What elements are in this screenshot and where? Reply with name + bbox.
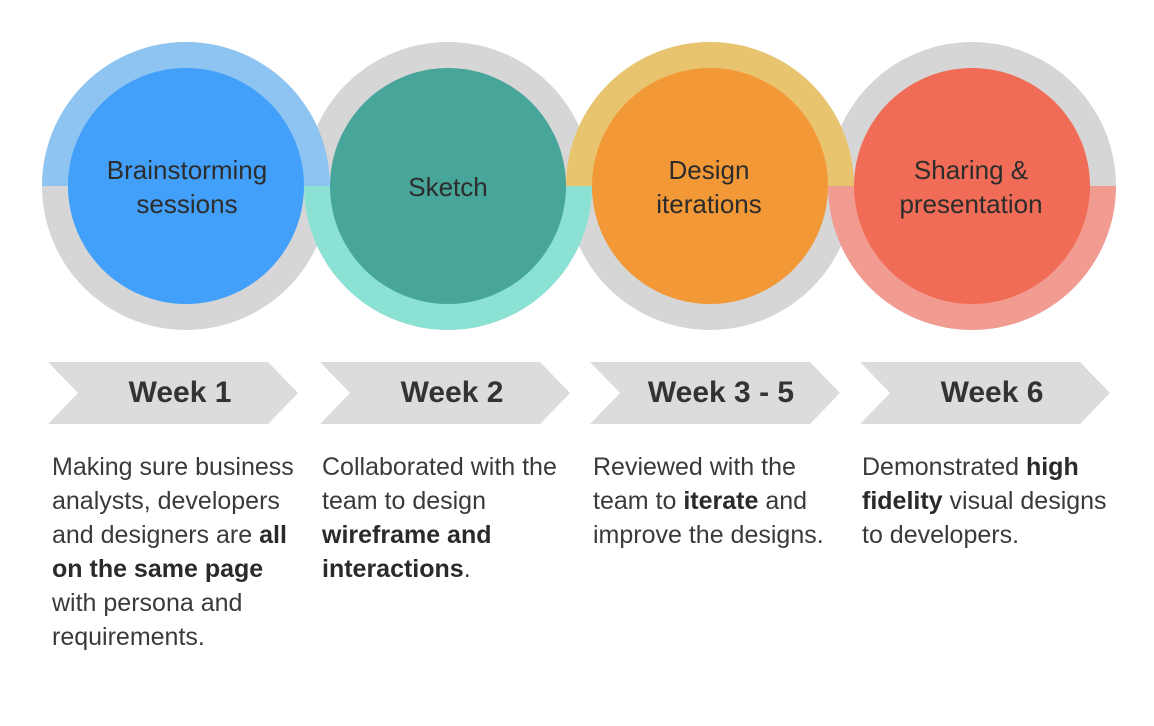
step-2-inner-circle: [330, 68, 566, 304]
step-1-desc-part-2: all on the same page: [52, 521, 287, 583]
step-4-week-label: Week 6: [940, 376, 1044, 409]
step-3-circle-label-line1: Design: [668, 155, 750, 185]
step-1-desc-part-1: Making sure business analysts, developer…: [52, 453, 294, 549]
step-1-inner-circle: [68, 68, 304, 304]
step-3-circle-label: Design iterations: [599, 153, 819, 221]
step-3-inner-circle: [592, 68, 828, 304]
step-3-circle-label-line2: iterations: [656, 189, 762, 219]
step-2-week-chevron: [320, 362, 570, 424]
step-3-desc-part-1: Reviewed with the team to: [593, 453, 796, 515]
step-4-desc-part-1: Demonstrated: [862, 453, 1026, 481]
step-4-description: Demonstrated high fidelity visual design…: [862, 450, 1107, 552]
step-3-desc-part-3: and improve the designs.: [593, 487, 824, 549]
step-4-desc-part-3: visual designs to developers.: [862, 487, 1107, 549]
step-1-circle-label: Brainstorming sessions: [77, 153, 297, 221]
step-3-description: Reviewed with the team to iterate and im…: [593, 450, 843, 552]
step-4-week-chevron: [860, 362, 1110, 424]
step-1-circle-label-line2: sessions: [136, 189, 238, 219]
step-2-desc-part-1: Collaborated with the team to design: [322, 453, 557, 515]
arrow-layer: [48, 362, 1110, 424]
step-4-desc-part-2: high fidelity: [862, 453, 1079, 515]
step-4-inner-circle: [854, 68, 1090, 304]
step-4-circle-label: Sharing & presentation: [861, 153, 1081, 221]
step-2-desc-part-2: wireframe and interactions: [322, 521, 492, 583]
step-2-description: Collaborated with the team to design wir…: [322, 450, 562, 586]
step-1-week-chevron: [48, 362, 298, 424]
step-2-desc-part-3: .: [463, 555, 471, 583]
step-4-circle-label-line1: Sharing &: [913, 155, 1029, 185]
step-1-desc-part-3: with persona and requirements.: [52, 589, 243, 651]
step-3-week-chevron: [590, 362, 840, 424]
step-3-desc-part-2: iterate: [683, 487, 759, 515]
step-4-circle-label-line2: presentation: [899, 189, 1043, 219]
step-2-week-label: Week 2: [400, 376, 504, 409]
step-1-circle-label-line1: Brainstorming: [106, 155, 268, 185]
circle-layer: [68, 68, 1090, 304]
step-1-week-label: Week 1: [128, 376, 232, 409]
step-1-description: Making sure business analysts, developer…: [52, 450, 302, 654]
step-2-circle-label: Sketch: [338, 170, 558, 204]
step-3-week-label: Week 3 - 5: [647, 376, 795, 409]
step-2-circle-label-line1: Sketch: [408, 172, 488, 202]
